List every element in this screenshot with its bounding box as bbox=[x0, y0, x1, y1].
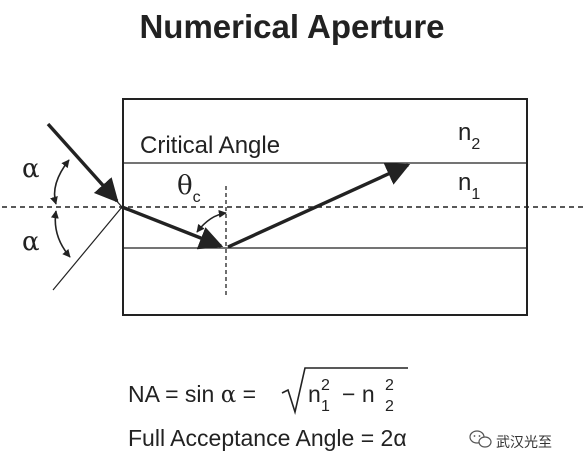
na-formula: NA = sin α = n 2 1 − n 2 2 bbox=[128, 367, 408, 416]
incident-ray bbox=[46, 122, 119, 203]
n1-label: n1 bbox=[458, 169, 480, 203]
n2-label: n2 bbox=[458, 119, 480, 153]
svg-text:2: 2 bbox=[321, 377, 330, 394]
svg-text:2: 2 bbox=[385, 398, 394, 415]
svg-text:n: n bbox=[308, 381, 321, 407]
svg-text:− n: − n bbox=[342, 381, 375, 407]
wechat-icon bbox=[469, 430, 492, 448]
alpha-arc-upper bbox=[50, 159, 70, 205]
refracted-ray bbox=[121, 205, 224, 250]
full-acceptance-angle-formula: Full Acceptance Angle = 2α bbox=[128, 425, 407, 451]
svg-text:NA = sin α =: NA = sin α = bbox=[128, 381, 256, 408]
reflected-ray bbox=[227, 163, 411, 249]
watermark: 武汉光至 bbox=[469, 430, 552, 451]
theta-c-label: θc bbox=[177, 171, 201, 206]
alpha-label-upper: α bbox=[22, 154, 40, 184]
acceptance-cone-lower-edge bbox=[52, 206, 123, 291]
watermark-text: 武汉光至 bbox=[496, 435, 552, 451]
alpha-arc-lower bbox=[50, 210, 71, 258]
diagram-title: Numerical Aperture bbox=[139, 8, 444, 45]
critical-angle-label: Critical Angle bbox=[140, 132, 280, 159]
alpha-label-lower: α bbox=[22, 227, 40, 257]
sqrt-sign bbox=[281, 367, 408, 416]
svg-text:1: 1 bbox=[321, 398, 330, 415]
svg-text:2: 2 bbox=[385, 377, 394, 394]
theta-c-arc bbox=[196, 209, 227, 233]
